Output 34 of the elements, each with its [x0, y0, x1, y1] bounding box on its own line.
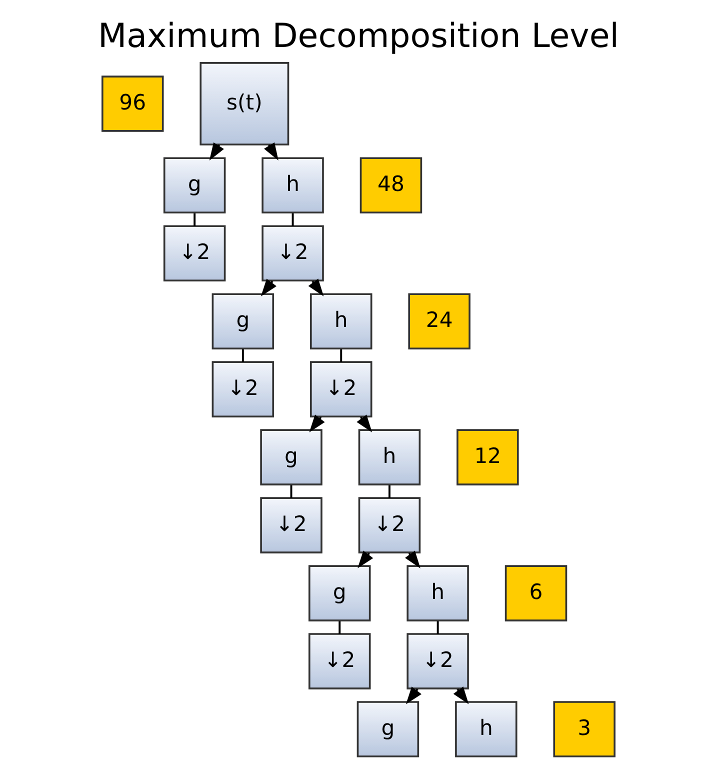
node-box: 48: [360, 157, 422, 214]
connector: [338, 621, 341, 634]
node-box: g: [260, 429, 322, 486]
connector: [388, 485, 390, 498]
node-box: h: [406, 565, 469, 622]
node-box: ↓2: [406, 633, 469, 690]
node-box: ↓2: [308, 633, 371, 690]
connector: [242, 349, 244, 362]
node-box: ↓2: [358, 497, 421, 554]
node-box: ↓2: [262, 225, 324, 282]
node-box: ↓2: [212, 361, 274, 418]
node-box: 24: [408, 293, 470, 350]
node-box: g: [356, 701, 420, 758]
node-box: ↓2: [260, 497, 322, 554]
node-box: h: [358, 429, 421, 486]
connector: [436, 621, 439, 634]
node-box: h: [262, 157, 324, 214]
node-box: g: [308, 565, 371, 622]
connector: [340, 349, 342, 362]
diagram-title: Maximum Decomposition Level: [98, 16, 620, 56]
connector: [292, 213, 294, 226]
connector: [194, 213, 196, 226]
node-box: g: [212, 293, 274, 350]
node-box: 96: [102, 76, 164, 132]
connector: [290, 485, 292, 498]
node-box: 12: [456, 429, 519, 486]
node-box: 3: [553, 701, 616, 758]
node-box: h: [310, 293, 372, 350]
node-box: ↓2: [310, 361, 372, 418]
node-box: 6: [504, 565, 568, 622]
node-box: ↓2: [163, 225, 226, 282]
node-box: g: [163, 157, 226, 214]
node-box: s(t): [200, 62, 290, 146]
node-box: h: [455, 701, 518, 758]
